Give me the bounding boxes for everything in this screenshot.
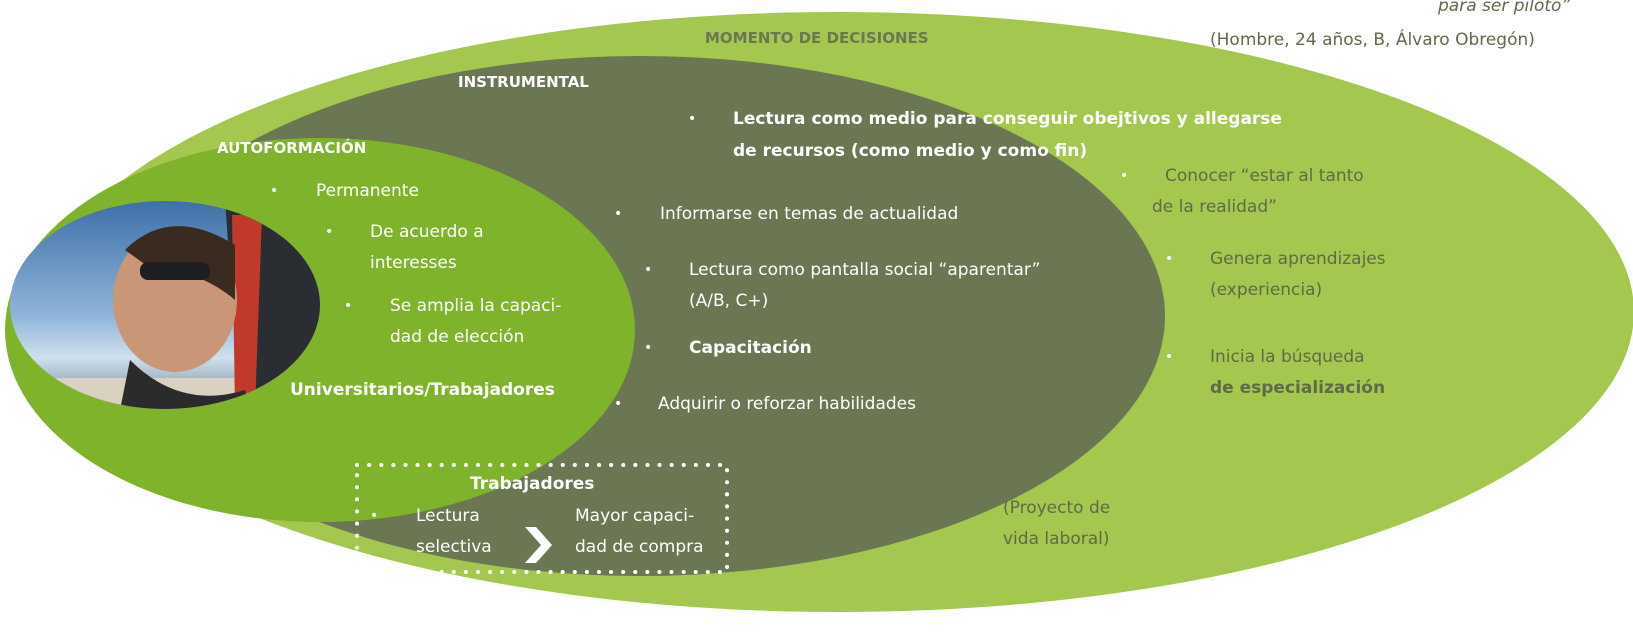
dotted-box xyxy=(355,463,729,574)
inner-title: AUTOFORMACIÓN xyxy=(217,139,367,157)
inner-item-2-line-1: De acuerdo a xyxy=(370,222,484,242)
middle-item-1-line-2: de recursos (como medio y como fin) xyxy=(733,141,1088,161)
inner-item-1: Permanente xyxy=(316,181,419,201)
outer-item-3-line-2: de especialización xyxy=(1210,378,1386,398)
middle-item-4: Capacitación xyxy=(689,338,812,358)
box-right-line-2: dad de compra xyxy=(575,537,704,557)
outer-title: MOMENTO DE DECISIONES xyxy=(705,29,929,47)
outer-item-1-line-1: Conocer “estar al tanto xyxy=(1165,166,1364,186)
bullet: • xyxy=(1165,251,1174,267)
outer-item-2-line-1: Genera aprendizajes xyxy=(1210,249,1386,269)
quote-line-1: para ser piloto” xyxy=(1438,0,1571,16)
middle-item-1-line-1: Lectura como medio para conseguir obejti… xyxy=(733,109,1282,129)
bullet: • xyxy=(614,206,623,222)
inner-footer: Universitarios/Trabajadores xyxy=(290,380,555,400)
inner-item-2-line-2: interesses xyxy=(370,253,457,273)
bullet: • xyxy=(644,340,653,356)
box-left-line-2: selectiva xyxy=(416,537,492,557)
inner-item-3-line-1: Se amplia la capaci- xyxy=(390,296,562,316)
box-right-line-1: Mayor capaci- xyxy=(575,506,695,526)
outer-item-2-line-2: (experiencia) xyxy=(1210,280,1323,300)
middle-item-3-line-1: Lectura como pantalla social “aparentar” xyxy=(689,260,1041,280)
bullet: • xyxy=(325,224,334,240)
bullet: • xyxy=(370,508,379,524)
middle-item-5: Adquirir o reforzar habilidades xyxy=(658,394,916,414)
bullet: • xyxy=(614,396,623,412)
bullet: • xyxy=(688,111,697,127)
middle-title: INSTRUMENTAL xyxy=(458,73,589,91)
bullet: • xyxy=(1120,168,1129,184)
chevron-right-icon xyxy=(525,527,552,563)
bullet: • xyxy=(1165,349,1174,365)
outer-item-3-line-1: Inicia la búsqueda xyxy=(1210,347,1365,367)
middle-item-3-line-2: (A/B, C+) xyxy=(689,291,769,311)
box-title: Trabajadores xyxy=(470,474,595,494)
bullet: • xyxy=(644,262,653,278)
outer-footnote-line-2: vida laboral) xyxy=(1003,529,1110,549)
bullet: • xyxy=(270,183,279,199)
middle-item-2: Informarse en temas de actualidad xyxy=(660,204,959,224)
bullet: • xyxy=(344,298,353,314)
outer-footnote-line-1: (Proyecto de xyxy=(1003,498,1111,518)
inner-item-3-line-2: dad de elección xyxy=(390,327,525,347)
outer-item-1-line-2: de la realidad” xyxy=(1152,197,1277,217)
box-left-line-1: Lectura xyxy=(416,506,480,526)
quote-line-2: (Hombre, 24 años, B, Álvaro Obregón) xyxy=(1210,30,1535,50)
